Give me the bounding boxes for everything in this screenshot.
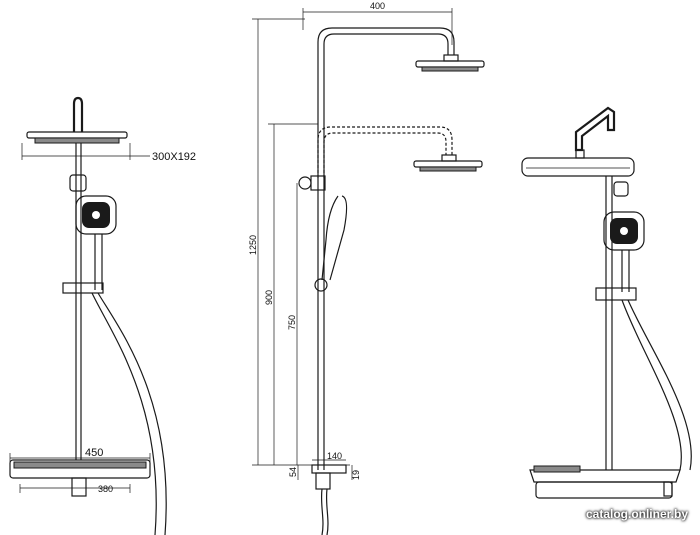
watermark: catalog.onliner.by — [585, 507, 688, 521]
persp-thermostat — [535, 481, 673, 499]
front-view: 300X192 450 380 — [9, 96, 196, 535]
front-hose — [97, 292, 167, 535]
persp-hand-shower — [603, 211, 645, 251]
side-shelf — [311, 464, 347, 474]
height-750-label: 750 — [287, 315, 297, 330]
front-rain-head-face — [34, 137, 120, 144]
shelf-140-label: 140 — [327, 451, 342, 461]
height-1250-label: 1250 — [248, 235, 258, 255]
front-slider — [62, 282, 104, 294]
persp-hose — [627, 299, 692, 471]
height-900-label: 900 — [264, 290, 274, 305]
persp-shelf — [529, 469, 681, 483]
height-54-label: 54 — [288, 467, 298, 477]
side-lower-head — [413, 160, 483, 168]
persp-diverter — [613, 181, 629, 197]
front-riser-top — [72, 96, 84, 132]
persp-rain-head — [521, 157, 635, 177]
head-size-label: 300X192 — [152, 151, 196, 163]
front-hand-shower — [75, 195, 117, 235]
perspective-view — [521, 106, 692, 499]
height-19-label: 19 — [351, 470, 361, 480]
side-hand-shower — [329, 195, 348, 281]
width-450-label: 450 — [85, 447, 103, 459]
front-rain-head — [26, 131, 128, 139]
front-diverter — [69, 174, 87, 192]
persp-arm — [574, 106, 616, 152]
side-upper-head — [415, 60, 485, 68]
persp-slider — [595, 287, 637, 301]
width-400-label: 400 — [370, 1, 385, 11]
width-380-label: 380 — [98, 484, 113, 494]
side-diverter-knob — [298, 176, 312, 190]
side-view: 400 1250 900 750 140 — [248, 1, 485, 535]
